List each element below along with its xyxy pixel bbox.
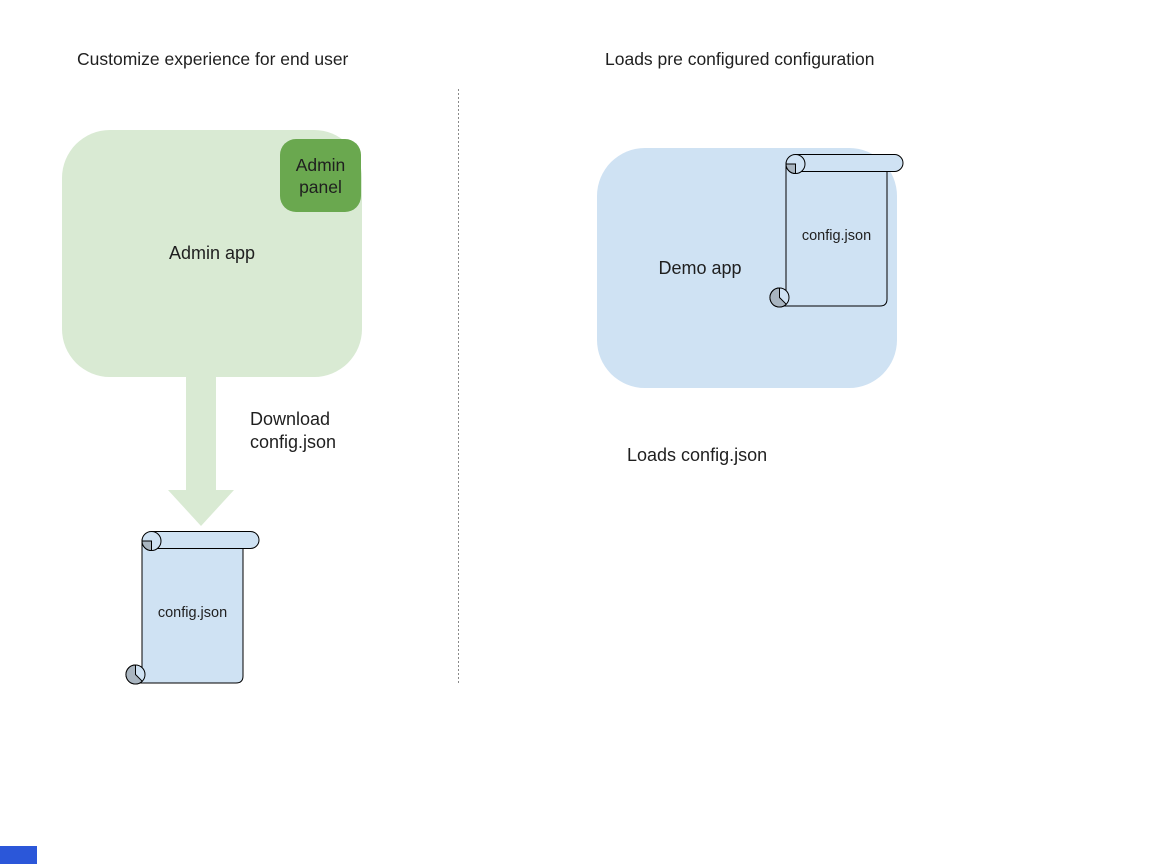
config-file-scroll-right: config.json [768,152,904,308]
admin-app-label: Admin app [168,243,256,263]
scroll-top-roll [151,531,260,549]
admin-panel-shape: Admin panel [280,139,361,212]
corner-blue-rectangle [0,846,37,864]
admin-app-shape: Admin app Admin panel [62,130,362,377]
config-file-label-left: config.json [157,605,228,621]
download-caption-line1: Download [250,409,331,429]
loads-caption: Loads config.json [627,445,768,465]
download-arrow-icon [168,376,234,526]
scroll-bottom-curl-shade [769,287,787,308]
left-section-title: Customize experience for end user [77,49,349,69]
scroll-bottom-curl-shade [125,664,143,685]
scroll-top-roll [795,154,904,172]
download-caption-line2: config.json [250,431,337,452]
scroll-top-curl-shade [785,163,796,175]
right-section-title: Loads pre configured configuration [605,49,875,69]
section-divider-dotted-line [458,89,459,685]
config-file-scroll-left: config.json [124,529,260,685]
download-caption: Download config.json [250,408,336,453]
demo-app-label: Demo app [658,257,742,278]
scroll-top-curl-shade [141,540,152,552]
config-file-label-right: config.json [801,228,872,244]
